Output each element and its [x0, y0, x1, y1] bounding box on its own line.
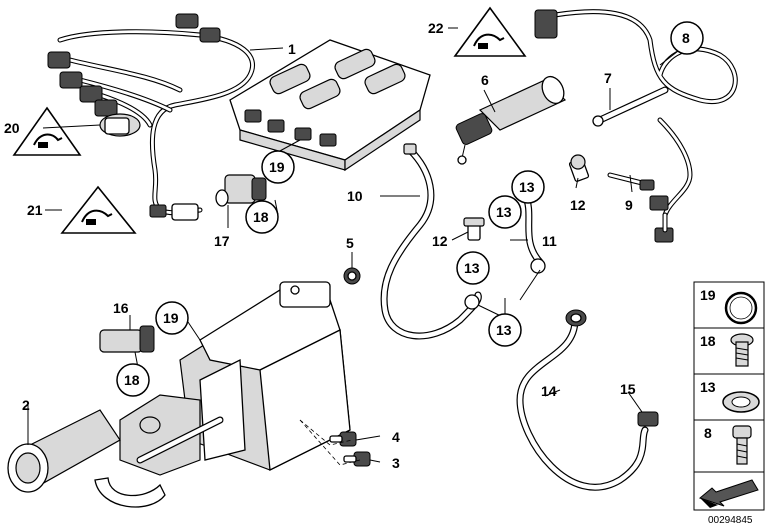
parts-panel: 19 18 13 8	[693, 281, 765, 526]
sensors-3-4	[299, 419, 371, 467]
callout-21: 21	[27, 202, 43, 218]
callout-5: 5	[346, 235, 354, 251]
panel-label-13: 13	[700, 379, 716, 395]
callout-13d: 13	[496, 322, 512, 338]
callout-8: 8	[682, 30, 690, 46]
arrow-icon	[698, 479, 759, 508]
callout-12a: 12	[570, 197, 586, 213]
callout-1: 1	[288, 41, 296, 57]
callout-13c: 13	[464, 260, 480, 276]
panel-cell-19	[693, 281, 765, 329]
callout-11: 11	[542, 233, 557, 249]
panel-cell-18	[693, 327, 765, 375]
callout-19b: 19	[163, 310, 179, 326]
callout-2: 2	[22, 397, 30, 413]
callout-6: 6	[481, 72, 489, 88]
callout-12b: 12	[432, 233, 448, 249]
callout-14: 14	[541, 383, 557, 399]
callout-labels: 1 2 3 4 5 6 7 8 9 10 11 12 12 13 13 13 1…	[4, 20, 690, 471]
panel-label-18: 18	[700, 333, 716, 349]
callout-20: 20	[4, 120, 20, 136]
screw-icon	[730, 333, 754, 367]
hex-bolt-icon	[732, 425, 752, 465]
callout-7: 7	[604, 70, 612, 86]
callout-4: 4	[392, 429, 400, 445]
warning-triangle-20	[12, 106, 82, 156]
callout-13a: 13	[519, 179, 535, 195]
seal-ring-icon	[722, 391, 760, 413]
callout-18a: 18	[253, 209, 269, 225]
callout-9: 9	[625, 197, 633, 213]
callout-19a: 19	[269, 159, 285, 175]
panel-label-19: 19	[700, 287, 716, 303]
callout-3: 3	[392, 455, 400, 471]
callout-18b: 18	[124, 372, 140, 388]
warning-triangle-22	[453, 6, 527, 57]
top-pipe-harness	[534, 9, 738, 243]
gearbox-housing	[94, 281, 351, 508]
callout-10: 10	[347, 188, 363, 204]
solenoid-17	[215, 174, 267, 207]
valve-body	[229, 39, 431, 172]
callout-15: 15	[620, 381, 636, 397]
wiring-harness	[47, 13, 255, 221]
return-hose	[516, 309, 659, 491]
solenoid-16	[99, 315, 155, 353]
callout-16: 16	[113, 300, 129, 316]
callout-13b: 13	[496, 204, 512, 220]
clutch-actuator	[455, 75, 567, 165]
diagram-code: 00294845	[708, 515, 753, 526]
o-ring-icon	[724, 291, 758, 325]
sensor-5	[343, 267, 361, 285]
panel-cell-8	[693, 419, 765, 473]
callout-17: 17	[214, 233, 230, 249]
panel-label-8: 8	[704, 425, 712, 441]
pressure-accumulator	[7, 402, 121, 493]
warning-triangle-21	[60, 185, 137, 234]
circled-callouts	[116, 21, 704, 397]
callout-22: 22	[428, 20, 444, 36]
hollow-bolts	[463, 154, 590, 241]
